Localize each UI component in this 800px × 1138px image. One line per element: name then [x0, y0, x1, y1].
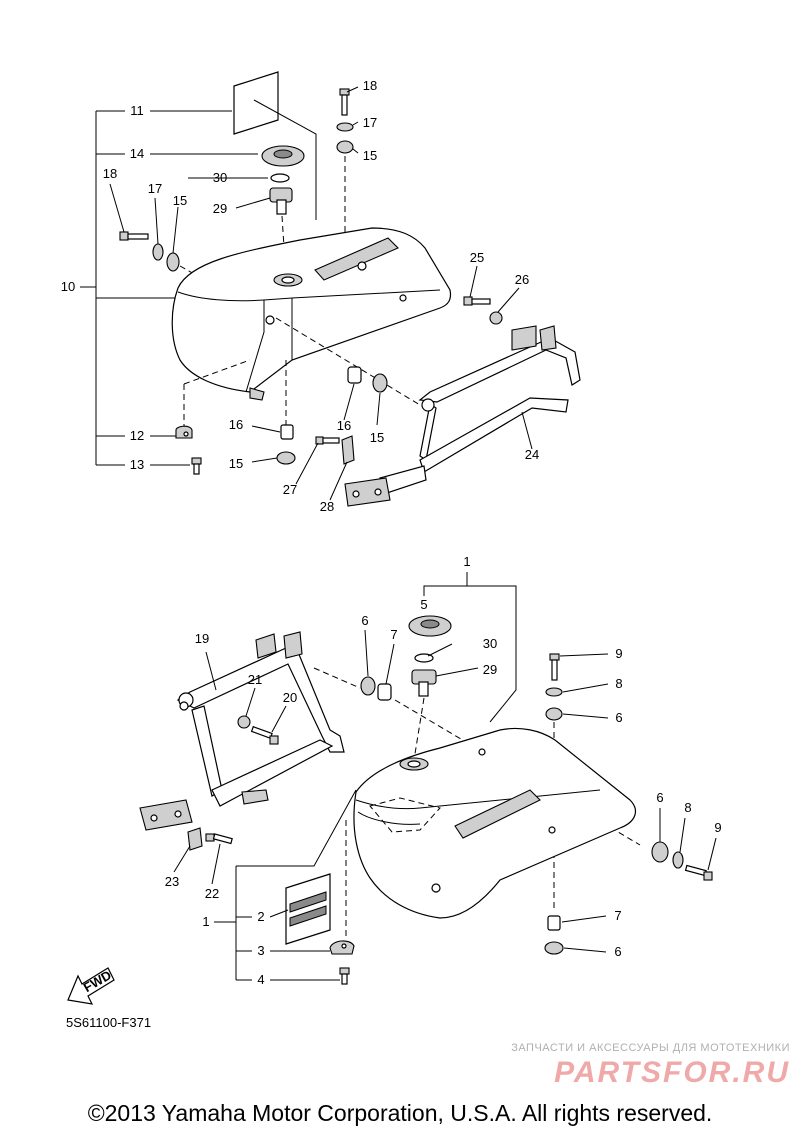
callout-label: 30 — [483, 636, 497, 651]
grommet-part-15-left — [166, 252, 180, 272]
group-bracket-10 — [80, 110, 258, 466]
washer-part-21 — [237, 715, 251, 729]
watermark: ЗАПЧАСТИ И АКСЕССУАРЫ ДЛЯ МОТОТЕХНИКИ PA… — [470, 1042, 790, 1090]
grommet-part-6-bottom — [544, 941, 564, 955]
clip-part-12 — [175, 425, 193, 439]
callout-label: 6 — [656, 790, 663, 805]
grommet-part-15-center — [372, 373, 388, 393]
callout-label: 24 — [525, 447, 539, 462]
callout-label: 27 — [283, 482, 297, 497]
washer-part-26 — [489, 311, 503, 325]
diagram-code: 5S61100-F371 — [66, 1015, 151, 1030]
decal-part-2 — [285, 873, 331, 945]
callout-label: 21 — [248, 672, 262, 687]
callout-label: 4 — [257, 972, 264, 987]
callout-label: 18 — [103, 166, 117, 181]
callout-label: 16 — [337, 418, 351, 433]
bolt-part-25 — [463, 296, 491, 306]
lower-assembly: FWD — [67, 572, 717, 1005]
washer-part-8-right — [672, 851, 684, 869]
callout-label: 10 — [61, 279, 75, 294]
screw-part-4 — [339, 967, 350, 985]
callout-label: 9 — [714, 820, 721, 835]
grommet-part-6-top — [545, 707, 563, 721]
callout-label: 25 — [470, 250, 484, 265]
callout-label: 12 — [130, 428, 144, 443]
collar-part-7-left — [377, 683, 392, 701]
callout-label: 5 — [420, 597, 427, 612]
fwd-direction-arrow: FWD — [67, 967, 115, 1005]
callout-label: 7 — [614, 908, 621, 923]
bolt-part-22 — [205, 833, 233, 845]
callout-label: 1 — [202, 914, 209, 929]
plate-part-23 — [187, 827, 203, 851]
callout-label: 8 — [684, 800, 691, 815]
callout-label: 13 — [130, 457, 144, 472]
washer-part-17-top — [336, 122, 354, 132]
callout-label: 15 — [363, 148, 377, 163]
screw-part-13 — [191, 457, 202, 475]
washer-part-17-left — [152, 243, 164, 261]
bolt-part-18-left — [119, 231, 149, 241]
collar-part-16-center — [347, 366, 362, 384]
callout-label: 15 — [173, 193, 187, 208]
callout-label: 11 — [130, 103, 144, 118]
grommet-part-15-bottom — [276, 451, 296, 465]
callout-label: 3 — [257, 943, 264, 958]
bolt-part-18-top — [339, 88, 350, 116]
gasket-part-30 — [270, 173, 290, 183]
callout-label: 16 — [229, 417, 243, 432]
callout-label: 2 — [257, 909, 264, 924]
collar-part-7-bottom — [547, 915, 561, 931]
bracket-part-24 — [344, 325, 581, 507]
watermark-logo: PARTSFOR.RU — [554, 1056, 790, 1089]
upper-assembly — [80, 71, 581, 507]
callout-label: 22 — [205, 886, 219, 901]
callout-label: 29 — [213, 201, 227, 216]
watermark-caption: ЗАПЧАСТИ И АКСЕССУАРЫ ДЛЯ МОТОТЕХНИКИ — [511, 1042, 790, 1054]
callout-label: 6 — [615, 710, 622, 725]
callouts-upper: 11 14 30 29 18 17 15 10 12 13 16 15 27 2… — [61, 78, 539, 514]
plate-part-28 — [341, 435, 355, 465]
callout-label: 7 — [390, 627, 397, 642]
callout-label: 30 — [213, 170, 227, 185]
saddlebag-body-upper — [171, 227, 452, 401]
callout-label: 18 — [363, 78, 377, 93]
callouts-lower: 1 5 30 29 6 7 19 21 20 9 8 6 23 22 1 2 3… — [165, 554, 722, 987]
clip-part-3 — [329, 940, 355, 955]
washer-part-8-top — [545, 687, 563, 697]
callout-label: 26 — [515, 272, 529, 287]
copyright-notice: ©2013 Yamaha Motor Corporation, U.S.A. A… — [87, 1100, 713, 1126]
decal-part-11 — [233, 71, 279, 135]
bracket-part-19 — [139, 631, 345, 831]
saddlebag-body-lower — [353, 727, 637, 919]
grommet-part-6-right — [651, 841, 669, 863]
callout-label: 8 — [615, 676, 622, 691]
callout-label: 14 — [130, 146, 144, 161]
callout-label: 29 — [483, 662, 497, 677]
callout-label: 15 — [229, 456, 243, 471]
callout-label: 17 — [363, 115, 377, 130]
callout-label: 28 — [320, 499, 334, 514]
bolt-part-9-top — [549, 653, 560, 681]
callout-label: 20 — [283, 690, 297, 705]
callout-label: 15 — [370, 430, 384, 445]
callout-label: 6 — [361, 613, 368, 628]
callout-label: 17 — [148, 181, 162, 196]
callout-label: 9 — [615, 646, 622, 661]
bolt-part-20 — [250, 725, 279, 745]
exploded-parts-diagram: FWD 11 14 30 29 18 17 15 10 12 13 16 15 … — [61, 71, 722, 1030]
grommet-part-15-top — [336, 140, 354, 154]
grommet-part-6-left — [360, 676, 376, 696]
callout-label: 6 — [614, 944, 621, 959]
bolt-part-9-right — [684, 864, 713, 881]
collar-part-16-bottom — [280, 424, 294, 440]
group-bracket-1 — [214, 789, 357, 981]
callout-label: 23 — [165, 874, 179, 889]
callout-label: 1 — [463, 554, 470, 569]
callout-label: 19 — [195, 631, 209, 646]
bolt-part-27 — [315, 436, 340, 445]
